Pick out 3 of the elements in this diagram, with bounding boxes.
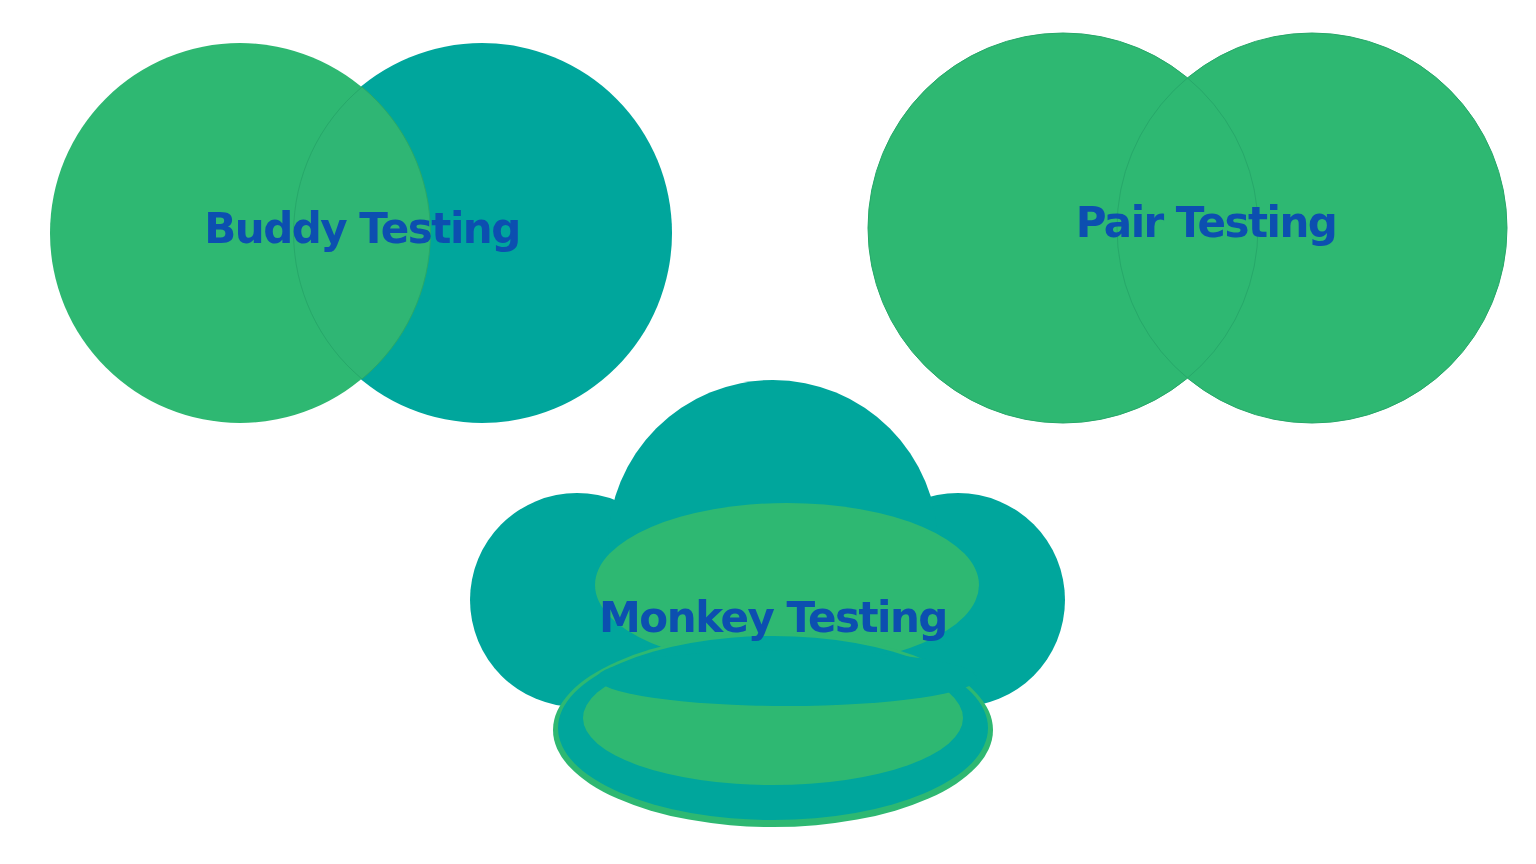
diagram-title-text: Pair Testing [1075,197,1337,247]
diagram-title-text: Monkey Testing [599,592,947,642]
diagram-title-text: Buddy Testing [204,203,520,253]
